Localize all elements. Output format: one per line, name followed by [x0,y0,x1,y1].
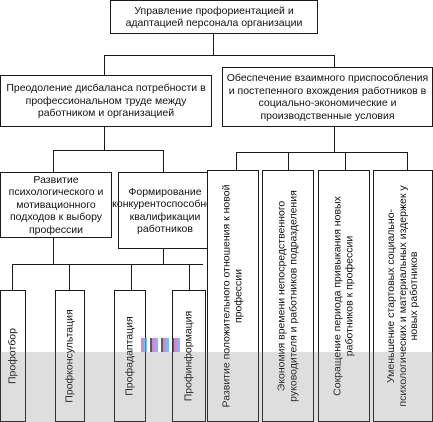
scan-artifact [141,338,183,352]
connector [69,264,71,290]
leaf-positive-attitude: Развитие положительного отношения к ново… [207,170,259,422]
connector [288,152,290,170]
connector [189,264,191,290]
leaf-profconsult: Профконсультация [55,290,85,422]
connector [236,152,238,170]
connector [213,34,215,56]
leaf-time-saving: Экономия времени непосредственного руков… [262,170,314,422]
level1-label-right: Обеспечение взаимного приспособления и п… [226,72,429,122]
connector [163,249,165,265]
leaf-profinform: Профинформация [172,290,206,422]
level2-node-qualification: Формирование конкурентоспособной квалифи… [112,172,218,249]
connector [407,152,409,170]
connector [53,238,55,265]
connector [131,264,133,290]
connector [104,55,106,75]
connector [12,264,203,266]
level2-label-qualification: Формирование конкурентоспособной квалифи… [112,185,218,236]
level1-label-left: Преодоление дисбаланса потребности в про… [6,82,206,120]
connector [236,152,408,154]
connector [345,152,347,170]
connector [12,264,14,290]
root-node-label: Управление профориентацией и адаптацией … [125,4,303,30]
level1-node-right: Обеспечение взаимного приспособления и п… [222,67,433,127]
leaf-adaptation-period: Сокращение периода привыкания новых рабо… [318,170,370,422]
connector [334,127,336,153]
level1-node-left: Преодоление дисбаланса потребности в про… [0,75,212,127]
scan-shading [0,352,433,422]
root-node: Управление профориентацией и адаптацией … [110,0,318,34]
connector [104,55,335,57]
leaf-proftbor: Профотбор [0,290,26,422]
connector [53,150,164,152]
leaf-cost-reduction: Уменьшение стартовых социально-психологи… [373,170,433,422]
connector [104,127,106,151]
level2-label-psych: Развитие психологического и мотивационно… [8,173,104,236]
connector [334,55,336,67]
connector [53,150,55,172]
connector [163,150,165,172]
level2-node-psych: Развитие психологического и мотивационно… [0,172,112,238]
